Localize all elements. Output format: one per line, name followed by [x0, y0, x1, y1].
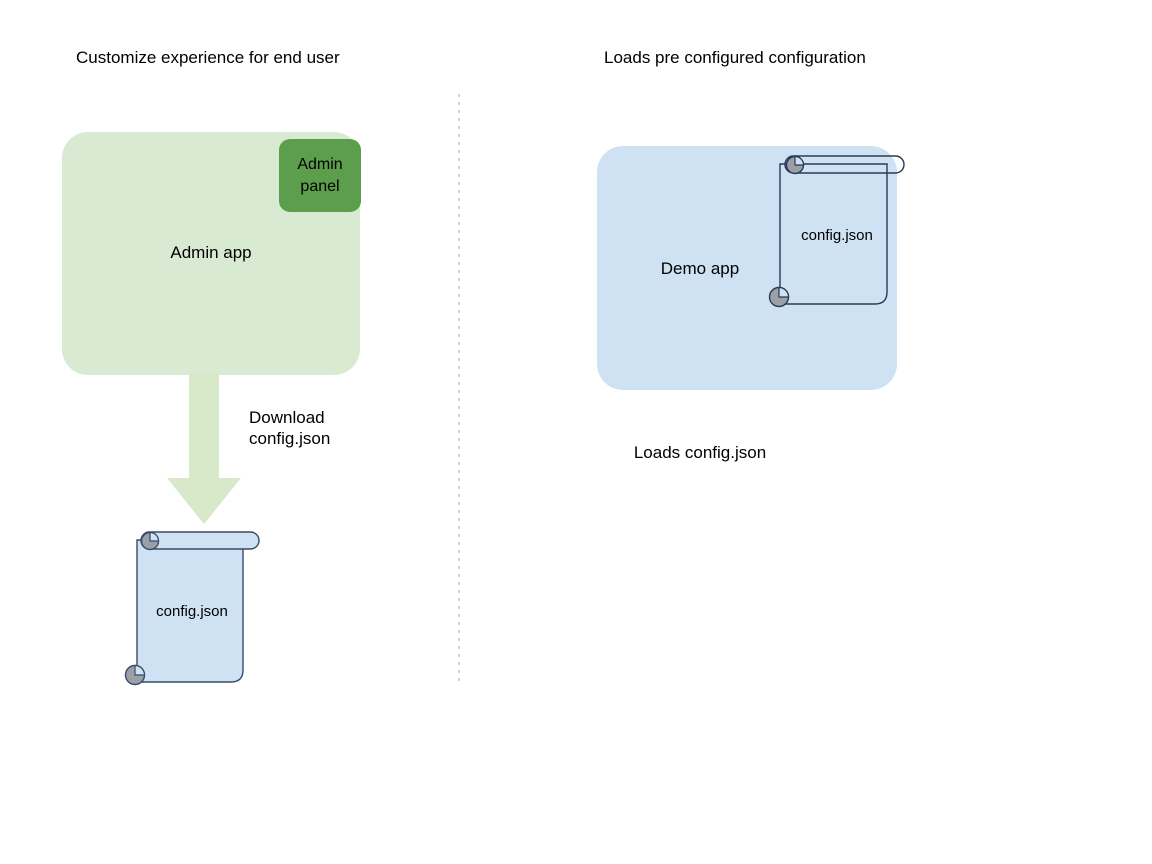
loads-config-caption: Loads config.json — [633, 443, 767, 462]
admin-panel-label: Admin panel — [297, 156, 343, 195]
left-config-file-label: config.json — [156, 603, 228, 620]
right-config-scroll-icon[interactable] — [768, 155, 905, 308]
demo-app-label: Demo app — [660, 259, 740, 278]
left-section-title: Customize experience for end user — [76, 48, 340, 67]
right-config-file-label: config.json — [801, 227, 873, 244]
admin-panel-box[interactable] — [279, 139, 361, 212]
right-section-title: Loads pre configured configuration — [604, 48, 866, 67]
admin-app-label: Admin app — [170, 243, 252, 262]
left-config-scroll-icon[interactable] — [124, 531, 260, 686]
download-arrow-icon — [167, 372, 241, 524]
download-arrow-label: Download config.json — [249, 408, 331, 448]
demo-app-box[interactable] — [597, 146, 897, 390]
